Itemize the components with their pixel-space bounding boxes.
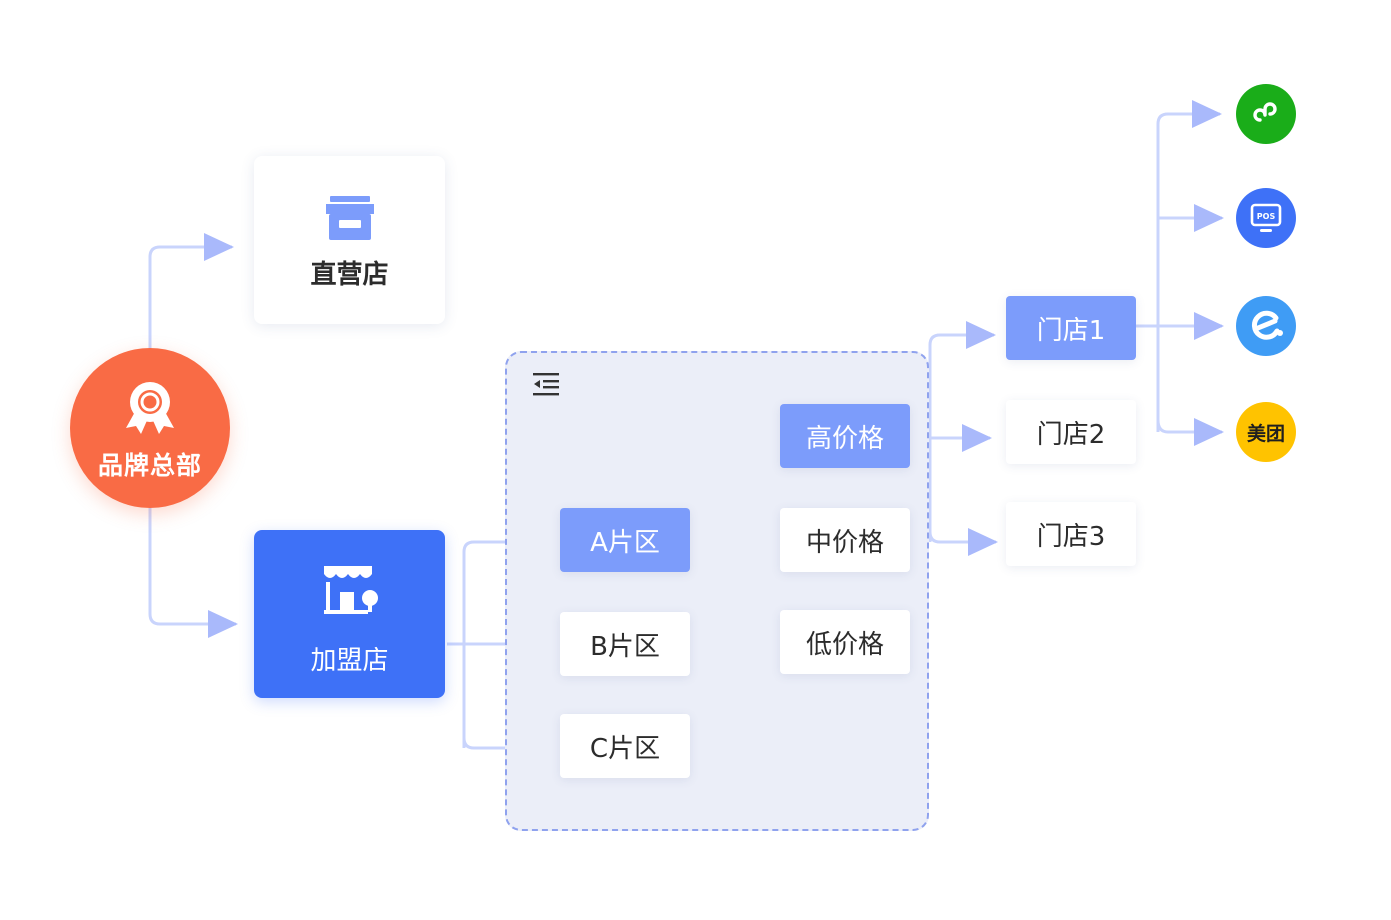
- store-node-1[interactable]: 门店1: [1006, 296, 1136, 360]
- franchise-store-label: 加盟店: [310, 646, 389, 676]
- pos-terminal-icon[interactable]: POS: [1236, 188, 1296, 248]
- award-ribbon-icon: [126, 382, 174, 434]
- connector-store-1: [928, 321, 996, 542]
- connector-channel-meituan: [1156, 418, 1224, 446]
- price-node-mid[interactable]: 中价格: [780, 508, 910, 572]
- price-node-low[interactable]: 低价格: [780, 610, 910, 674]
- pos-label: POS: [1257, 212, 1276, 221]
- connector-region-c: [462, 644, 552, 762]
- mini-program-glyph: [1253, 102, 1277, 122]
- connector-channel-miniprogram: [1156, 100, 1222, 432]
- connector-region-a: [462, 528, 548, 748]
- meituan-icon[interactable]: 美团: [1236, 402, 1296, 462]
- price-node-high[interactable]: 高价格: [780, 404, 910, 468]
- region-node-b[interactable]: B片区: [560, 612, 690, 676]
- region-label: B片区: [590, 631, 660, 662]
- pos-glyph: POS: [1250, 203, 1282, 232]
- region-node-c[interactable]: C片区: [560, 714, 690, 778]
- franchise-store-card[interactable]: 加盟店: [254, 530, 445, 698]
- direct-store-label: 直营店: [310, 260, 389, 290]
- store-node-2[interactable]: 门店2: [1006, 400, 1136, 464]
- connector-hq-direct: [148, 233, 234, 348]
- store-label: 门店1: [1036, 315, 1106, 346]
- region-label: C片区: [589, 733, 661, 764]
- region-node-a[interactable]: A片区: [560, 508, 690, 572]
- brand-hq-label: 品牌总部: [97, 451, 202, 480]
- connector-store-3: [928, 438, 998, 556]
- brand-hq-node[interactable]: 品牌总部: [70, 348, 230, 508]
- eleme-glyph: [1251, 310, 1283, 340]
- price-label: 低价格: [805, 629, 884, 660]
- store-label: 门店3: [1036, 521, 1106, 552]
- storefront-icon: [326, 196, 374, 240]
- meituan-label: 美团: [1246, 422, 1285, 445]
- store-label: 门店2: [1036, 419, 1106, 450]
- eleme-icon[interactable]: [1236, 296, 1296, 356]
- franchise-shop-icon: [324, 566, 378, 614]
- price-label: 高价格: [805, 423, 884, 454]
- region-label: A片区: [590, 527, 660, 558]
- store-node-3[interactable]: 门店3: [1006, 502, 1136, 566]
- mini-program-icon[interactable]: [1236, 84, 1296, 144]
- connector-hq-franchise: [148, 508, 238, 638]
- collapse-menu-icon[interactable]: [531, 369, 561, 397]
- price-label: 中价格: [805, 527, 884, 558]
- direct-store-card[interactable]: 直营店: [254, 156, 445, 324]
